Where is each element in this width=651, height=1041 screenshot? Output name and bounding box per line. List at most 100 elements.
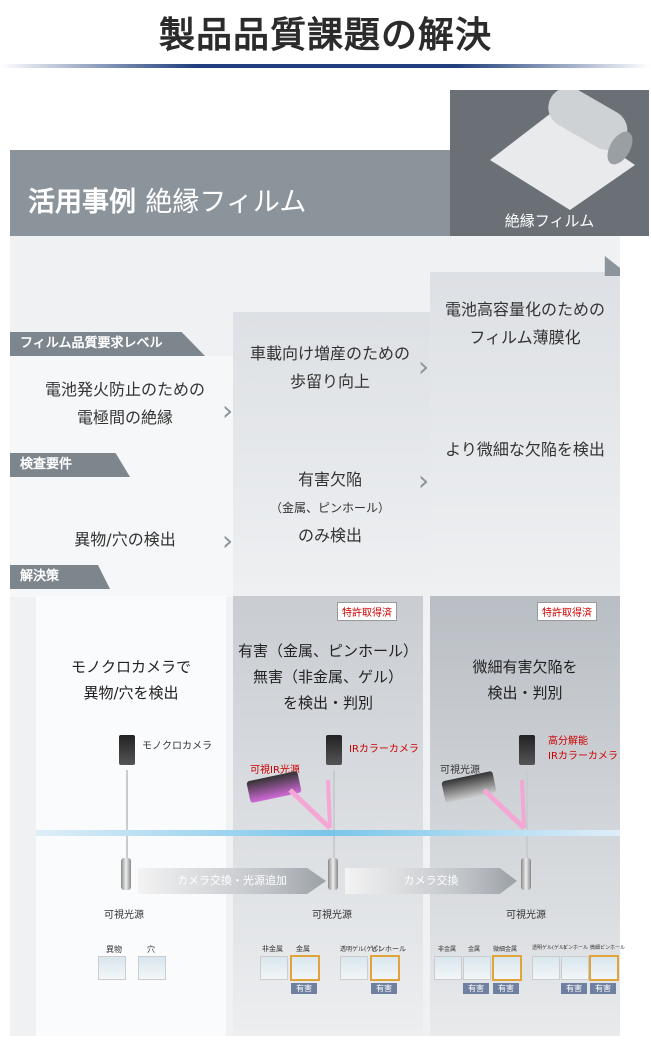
tag-solution: 解決策	[10, 565, 110, 589]
thumb-label: ピンホール	[563, 945, 589, 951]
thumb-label: 微細ピンホール	[590, 945, 626, 951]
harmful-badge: 有害	[493, 983, 519, 994]
solution-2-line3: を検出・判別	[282, 694, 373, 712]
inspect-3: より微細な欠陥を検出	[445, 440, 605, 459]
step-3-bg	[430, 272, 620, 597]
thumb-label: 穴	[147, 945, 155, 954]
thumb-label: 透明ゲル(ゲル)	[532, 945, 566, 951]
title-band	[10, 150, 450, 236]
defect-thumbnail	[340, 956, 368, 980]
defect-thumbnail	[532, 956, 560, 980]
thumb-label: 異物	[106, 945, 122, 954]
light-source-icon	[121, 858, 131, 890]
reflection-path-icon	[482, 780, 526, 830]
film-line	[36, 830, 620, 836]
defect-thumbnail	[98, 956, 126, 980]
light-source-icon	[328, 858, 338, 890]
film-image-box	[450, 87, 649, 236]
defect-thumbnail-harmful	[370, 955, 400, 981]
defect-thumbnail	[138, 956, 166, 980]
title-divider	[0, 64, 651, 68]
vis-light-label: 可視光源	[440, 765, 480, 776]
solution-1-line1: モノクロカメラで	[70, 658, 191, 676]
thumb-label: 金属	[296, 945, 310, 953]
defect-thumbnail	[561, 956, 589, 980]
light-path	[333, 770, 335, 860]
thumb-label: 非金属	[262, 945, 283, 953]
defect-thumbnail	[434, 956, 462, 980]
light-source-label: 可視光源	[506, 910, 546, 921]
chevron-right-icon: ›	[222, 524, 234, 557]
solution-2-line2: 無害（非金属、ゲル）	[252, 668, 403, 686]
vis-ir-light-label: 可視IR光源	[250, 765, 300, 776]
solution-1-line2: 異物/穴を検出	[83, 684, 179, 702]
solution-3-line1: 微細有害欠陥を	[472, 658, 578, 676]
level-3: 電池高容量化のための フィルム薄膜化	[435, 296, 615, 352]
transition-arrow-2: カメラ交換	[345, 868, 517, 894]
level-2-line1: 車載向け増産のための	[249, 344, 410, 363]
inspect-2: 有害欠陥 （金属、ピンホール） のみ検出	[240, 466, 420, 550]
page-title: 製品品質課題の解決	[158, 15, 492, 56]
light-path	[126, 770, 128, 860]
solution-2: 有害（金属、ピンホール） 無害（非金属、ゲル） を検出・判別	[233, 638, 423, 716]
band-title: 活用事例 絶縁フィルム	[28, 180, 306, 219]
defect-thumbnail	[260, 956, 288, 980]
mono-camera-label: モノクロカメラ	[142, 741, 212, 752]
thumb-label: ピンホール	[371, 945, 406, 953]
level-1-line1: 電池発火防止のための	[44, 380, 205, 399]
chevron-right-icon: ›	[418, 350, 430, 383]
level-3-line1: 電池高容量化のための	[444, 300, 605, 319]
solution-3: 微細有害欠陥を 検出・判別	[430, 654, 620, 706]
defect-thumbnail-harmful	[589, 955, 619, 981]
harmful-badge: 有害	[463, 983, 489, 994]
inspect-1: 異物/穴の検出	[74, 530, 176, 549]
defect-thumbnail	[463, 956, 491, 980]
level-2-line2: 歩留り向上	[289, 372, 370, 391]
reflection-path-icon	[288, 780, 332, 830]
transition-arrow-1: カメラ交換・光源追加	[138, 868, 326, 894]
level-1-line2: 電極間の絶縁	[76, 408, 173, 427]
film-label: 絶縁フィルム	[504, 212, 595, 230]
light-source-label: 可視光源	[104, 910, 144, 921]
level-2: 車載向け増産のための 歩留り向上	[240, 340, 420, 396]
thumb-label: 非金属	[438, 946, 457, 953]
harmful-badge: 有害	[590, 983, 616, 994]
solution-col-1	[36, 596, 226, 1036]
film-roll-icon	[490, 87, 635, 210]
inspect-2-line3: のみ検出	[297, 526, 362, 545]
patent-badge: 特許取得済	[337, 602, 397, 621]
chevron-right-icon: ›	[418, 464, 430, 497]
chevron-right-icon: ›	[222, 394, 234, 427]
band-title-sub: 絶縁フィルム	[145, 187, 307, 218]
harmful-badge: 有害	[371, 983, 397, 994]
solution-1: モノクロカメラで 異物/穴を検出	[36, 654, 226, 706]
hires-ir-camera-label-line2: IRカラーカメラ	[548, 751, 618, 762]
patent-badge: 特許取得済	[537, 602, 597, 621]
mono-camera-icon	[119, 735, 135, 765]
inspect-2-line1: 有害欠陥	[297, 470, 362, 489]
defect-thumbnail-harmful	[290, 955, 320, 981]
step-2-bg	[233, 312, 430, 597]
solution-3-line2: 検出・判別	[487, 684, 563, 702]
solution-2-line1: 有害（金属、ピンホール）	[237, 642, 418, 660]
hires-ir-camera-label: 高分解能 IRカラーカメラ	[548, 732, 618, 762]
ir-camera-icon	[326, 735, 342, 765]
light-source-icon	[521, 858, 531, 890]
band-title-main: 活用事例	[28, 187, 136, 218]
light-source-label: 可視光源	[312, 910, 352, 921]
level-1: 電池発火防止のための 電極間の絶縁	[30, 376, 220, 432]
hires-ir-camera-label-line1: 高分解能	[548, 736, 588, 747]
thumb-label: 金属	[468, 946, 481, 953]
harmful-badge: 有害	[291, 983, 317, 994]
tag-quality-level: フィルム品質要求レベル	[10, 332, 205, 356]
defect-thumbnail-harmful	[492, 955, 522, 981]
level-3-line2: フィルム薄膜化	[469, 328, 581, 347]
ir-camera-label: IRカラーカメラ	[349, 744, 419, 755]
inspect-2-line2: （金属、ピンホール）	[269, 501, 390, 515]
light-path	[526, 770, 528, 860]
thumb-label: 微細金属	[493, 946, 518, 953]
thumb-label: 透明ゲル(ゲル)	[340, 946, 381, 953]
hires-ir-camera-icon	[519, 735, 535, 765]
tag-inspection: 検査要件	[10, 453, 130, 477]
harmful-badge: 有害	[561, 983, 587, 994]
